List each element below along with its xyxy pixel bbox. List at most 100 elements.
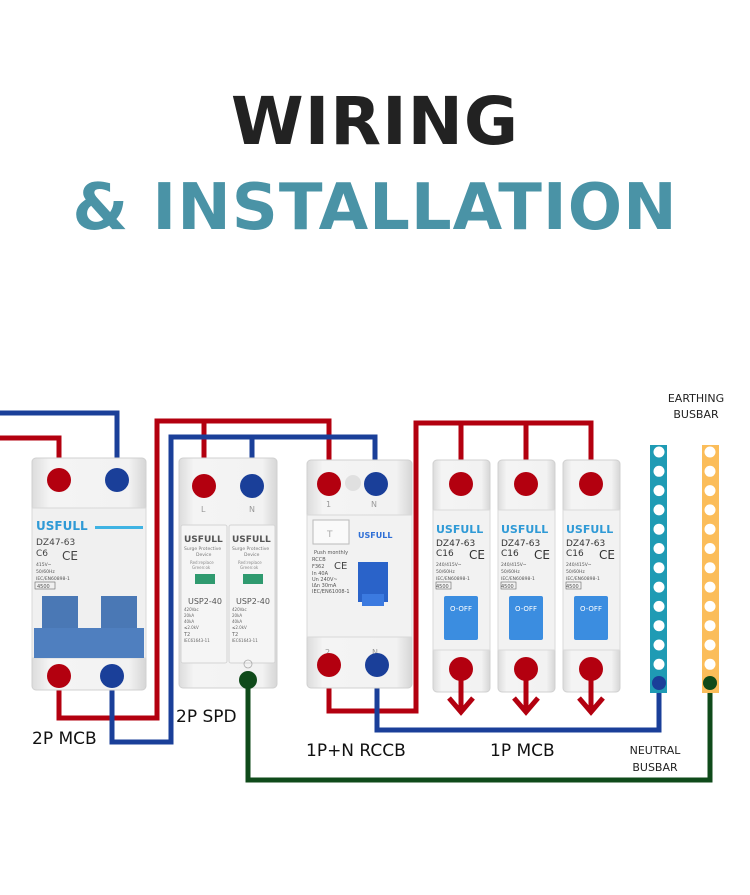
wire-earth-spd-to-busbar — [245, 680, 713, 783]
mcb1p-ce: CE — [469, 548, 485, 562]
label-2p-mcb: 2P MCB — [32, 729, 97, 749]
mcb1p-ce: CE — [534, 548, 550, 562]
arrow-down-icon — [577, 669, 605, 716]
mcb1p-rating: C16 — [436, 549, 454, 559]
spd-terminal-label-n: N — [249, 505, 255, 514]
spd-l-up: ≤2.0kV — [184, 625, 199, 630]
busbar-hole — [653, 504, 665, 516]
spd-l-desc1: Surge Protective — [184, 546, 221, 552]
mcb2p-voltage: 415V~ — [36, 562, 52, 568]
mcb2p-toggle-left[interactable] — [42, 596, 78, 630]
earth-symbol-icon — [243, 659, 253, 669]
spd-l-note1: Red:replace — [190, 560, 214, 565]
mcb1p-switch-label: O-OFF — [515, 605, 537, 613]
busbar-hole — [704, 504, 716, 516]
spd-l-desc2: Device — [196, 552, 212, 558]
mcb2p-rating: C6 — [36, 549, 48, 559]
spd-n-up: ≤2.0kV — [232, 625, 247, 630]
mcb1p-brand: USFULL — [436, 523, 483, 536]
mcb1p-switch-label: O-OFF — [580, 605, 602, 613]
mcb2p-handle-bar[interactable] — [34, 628, 144, 658]
label-earthing-busbar-1: EARTHING — [668, 392, 724, 405]
busbar-hole — [653, 523, 665, 535]
busbar-hole — [704, 620, 716, 632]
mcb2p-ce: CE — [62, 549, 78, 563]
label-2p-spd: 2P SPD — [176, 707, 237, 727]
mcb1p-capacity: 4500 — [566, 584, 579, 590]
rccb-in: In 40A — [312, 571, 329, 577]
mcb1p-freq: 50/60Hz — [436, 569, 455, 575]
mcb2p-model: DZ47-63 — [36, 538, 75, 548]
mcb1p-model: DZ47-63 — [436, 539, 475, 549]
mcb1p-capacity: 4500 — [436, 584, 449, 590]
rccb[interactable]: 1 N T USFULL Push monthly RCCB F362 CE I… — [306, 459, 413, 689]
mcb1p-capacity: 4500 — [501, 584, 514, 590]
spd-l-in: 20kA — [184, 613, 194, 618]
busbar-hole — [653, 658, 665, 670]
mcb1p-rating: C16 — [566, 549, 584, 559]
mcb1p-capacity-box — [500, 581, 517, 590]
mcb2p-brand-stripe — [95, 526, 143, 529]
mcb1p-rating: C16 — [501, 549, 519, 559]
spd-l-indicator — [195, 574, 215, 584]
mcb2p-terminal-out-neutral — [100, 664, 124, 688]
spd-terminal-live — [192, 474, 216, 498]
arrow-down-icon — [447, 669, 475, 716]
rccb-standard: IEC/EN61008-1 — [312, 589, 350, 595]
busbar-hole — [653, 600, 665, 612]
mcb1p-voltage: 240/415V~ — [566, 562, 592, 568]
busbar-hole — [704, 446, 716, 458]
label-rccb: 1P+N RCCB — [306, 741, 406, 761]
arrow-down-icon — [512, 669, 540, 716]
mcb1p-capacity-box — [435, 581, 452, 590]
mcb2p-standard: IEC/EN60898-1 — [36, 576, 70, 582]
mcb1p-ce: CE — [599, 548, 615, 562]
earthing-busbar-terminal — [703, 676, 717, 690]
mcb1p-standard: IEC/EN60898-1 — [566, 576, 600, 582]
rccb-test-button[interactable] — [312, 519, 350, 545]
rccb-terminal-n-top: N — [371, 500, 377, 509]
mcb2p-terminal-in-live — [47, 468, 71, 492]
mcb1p-standard: IEC/EN60898-1 — [501, 576, 535, 582]
earthing-busbar — [702, 445, 719, 693]
busbar-hole — [704, 543, 716, 554]
mcb1p-toggle[interactable] — [574, 596, 608, 640]
rccb-push-note: Push monthly — [314, 550, 348, 556]
mcb1p-brand: USFULL — [501, 523, 548, 536]
mcb1p-terminal-in — [579, 472, 603, 496]
rccb-terminal-in-live — [317, 472, 341, 496]
label-neutral-busbar-1: NEUTRAL — [630, 744, 682, 757]
busbar-hole — [653, 465, 665, 477]
mcb2p-terminal-out-live — [47, 664, 71, 688]
mcb1p-voltage: 240/415V~ — [436, 562, 462, 568]
spd-terminal-earth — [239, 671, 257, 689]
rccb-terminal-n-bottom: N — [372, 648, 378, 657]
spd-2p[interactable]: L N USFULL Surge Protective Device Red:r… — [178, 457, 278, 689]
mcb-2p[interactable]: USFULL DZ47-63 C6 CE 415V~ 50/60Hz IEC/E… — [31, 457, 147, 691]
spd-n-brand: USFULL — [232, 535, 271, 545]
rccb-terminal-out-live — [317, 653, 341, 677]
mcb1p-toggle[interactable] — [509, 596, 543, 640]
mcb1p-voltage: 240/415V~ — [501, 562, 527, 568]
mcb1p-switch-label: O-OFF — [450, 605, 472, 613]
mcb1p-freq: 50/60Hz — [566, 569, 585, 575]
busbar-hole — [653, 543, 665, 554]
spd-l-uc: 420Vac — [184, 607, 199, 612]
rccb-terminal-out-neutral — [365, 653, 389, 677]
rccb-brand: USFULL — [358, 531, 392, 540]
mcb2p-terminal-in-neutral — [105, 468, 129, 492]
busbar-hole — [704, 581, 716, 593]
mcb1p-freq: 50/60Hz — [501, 569, 520, 575]
spd-n-in: 20kA — [232, 613, 242, 618]
busbar-hole — [704, 658, 716, 670]
busbar-hole — [704, 639, 716, 651]
mcb2p-toggle-right[interactable] — [101, 596, 137, 630]
mcb1p-toggle[interactable] — [444, 596, 478, 640]
spd-n-indicator — [243, 574, 263, 584]
spd-n-note2: Green:ok — [240, 565, 259, 570]
neutral-busbar — [650, 445, 667, 693]
